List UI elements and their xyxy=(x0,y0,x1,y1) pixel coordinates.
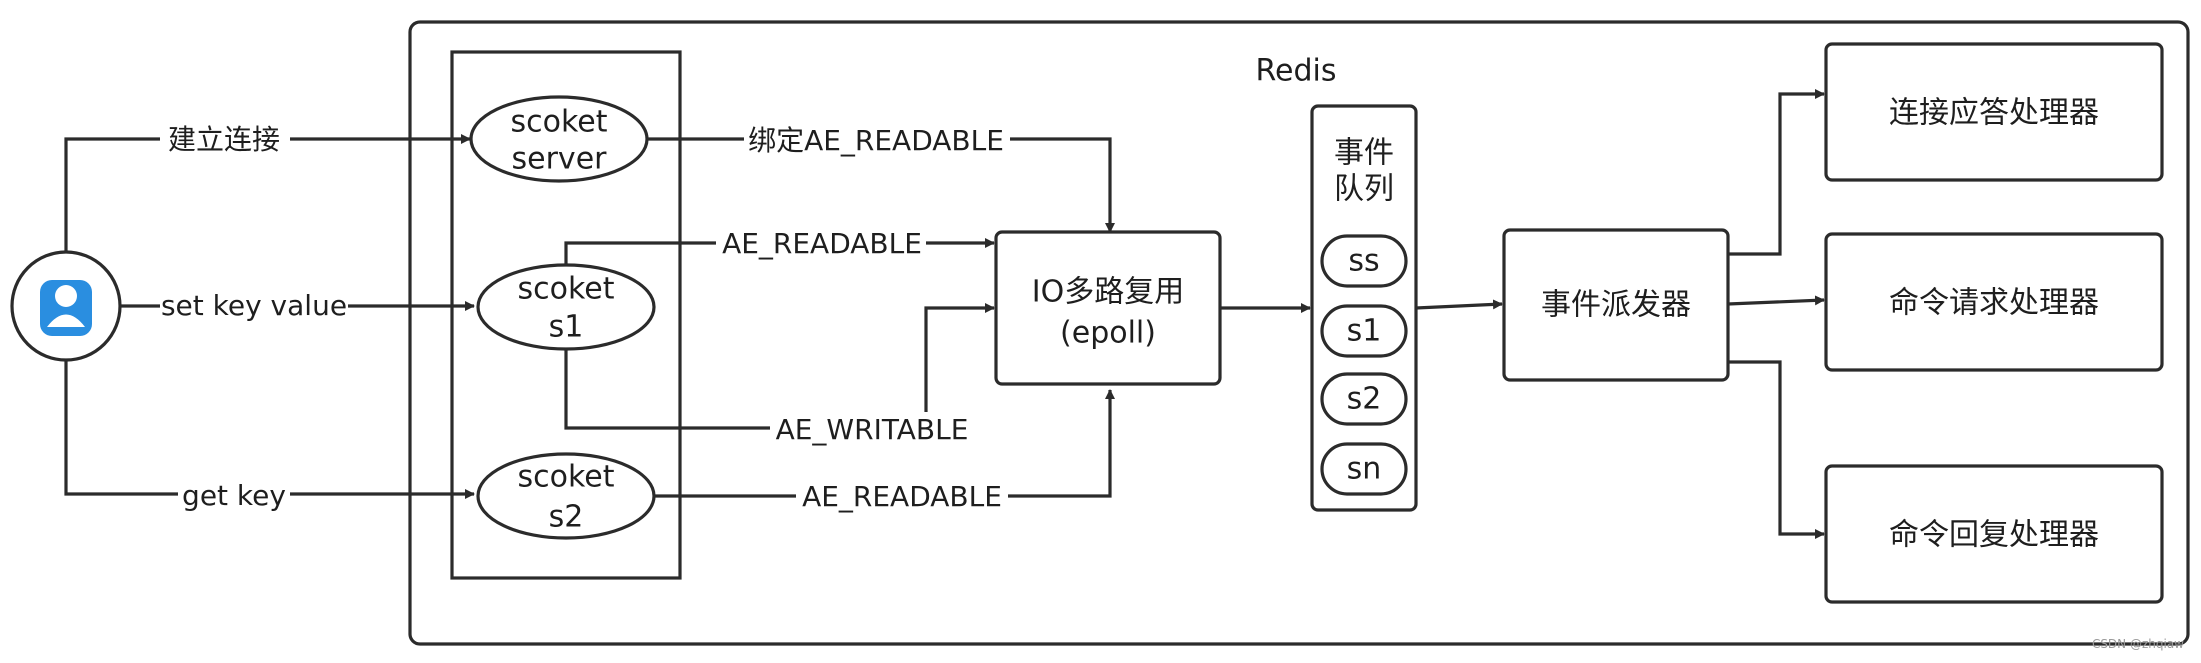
svg-text:队列: 队列 xyxy=(1334,172,1394,207)
arrow-to-connect-handler xyxy=(1728,89,1825,256)
svg-text:s2: s2 xyxy=(1347,382,1382,417)
label-get: get key xyxy=(182,479,286,512)
svg-text:事件派发器: 事件派发器 xyxy=(1541,288,1691,323)
svg-text:scoket: scoket xyxy=(517,272,614,307)
queue-item-s2: s2 xyxy=(1320,372,1408,426)
svg-text:scoket: scoket xyxy=(517,460,614,495)
label-s1-readable: AE_READABLE xyxy=(722,227,922,260)
event-queue: 事件 队列 ss s1 s2 sn xyxy=(1310,104,1418,512)
svg-text:server: server xyxy=(512,142,608,177)
svg-text:连接应答处理器: 连接应答处理器 xyxy=(1889,96,2099,131)
label-s2-readable: AE_READABLE xyxy=(802,480,1002,513)
socket-s1: scoket s1 xyxy=(476,263,656,351)
svg-text:命令回复处理器: 命令回复处理器 xyxy=(1889,518,2099,553)
watermark: CSDN @zhqiaw xyxy=(2092,637,2184,651)
svg-text:s1: s1 xyxy=(1347,314,1382,349)
svg-text:事件: 事件 xyxy=(1334,136,1394,171)
arrow-to-reply-handler xyxy=(1728,360,1825,539)
svg-text:ss: ss xyxy=(1348,244,1379,279)
label-connect: 建立连接 xyxy=(168,123,280,156)
svg-text:sn: sn xyxy=(1347,452,1382,487)
arrow-connect xyxy=(64,134,471,252)
redis-title: Redis xyxy=(1256,54,1337,89)
svg-text:s2: s2 xyxy=(549,500,584,535)
svg-text:(epoll): (epoll) xyxy=(1060,316,1156,351)
label-set: set key value xyxy=(161,289,347,322)
svg-text:s1: s1 xyxy=(549,310,584,345)
event-dispatcher: 事件派发器 xyxy=(1502,228,1730,382)
svg-text:命令请求处理器: 命令请求处理器 xyxy=(1889,286,2099,321)
socket-s2: scoket s2 xyxy=(476,452,656,540)
user-icon xyxy=(40,280,92,336)
queue-item-ss: ss xyxy=(1320,234,1408,288)
client xyxy=(10,250,122,362)
redis-container xyxy=(408,20,2190,646)
svg-text:scoket: scoket xyxy=(510,105,607,140)
socket-group xyxy=(450,50,682,580)
handler-reply: 命令回复处理器 xyxy=(1824,464,2164,604)
svg-text:IO多路复用: IO多路复用 xyxy=(1032,275,1184,310)
io-multiplexing: IO多路复用 (epoll) xyxy=(994,230,1222,386)
handler-connect: 连接应答处理器 xyxy=(1824,42,2164,182)
socket-server: scoket server xyxy=(469,95,649,183)
queue-item-s1: s1 xyxy=(1320,304,1408,358)
handler-request: 命令请求处理器 xyxy=(1824,232,2164,372)
queue-item-sn: sn xyxy=(1320,442,1408,496)
arrow-to-request-handler xyxy=(1727,295,1825,306)
arrow-get xyxy=(64,360,475,499)
label-s1-writable: AE_WRITABLE xyxy=(776,413,969,446)
label-bind-server: 绑定AE_READABLE xyxy=(748,124,1004,157)
arrow-queue-dispatcher xyxy=(1415,299,1503,310)
